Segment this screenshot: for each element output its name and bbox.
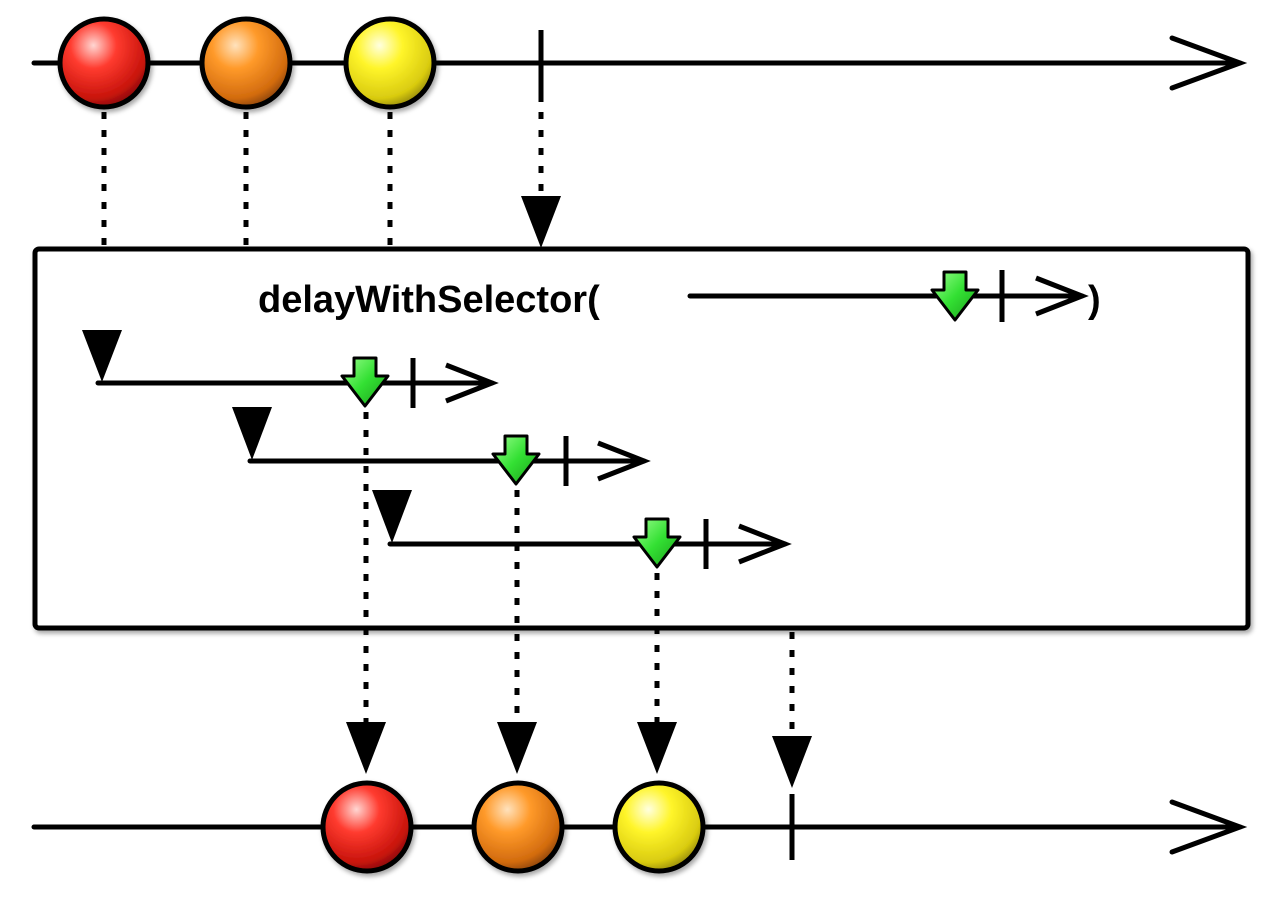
delay-stream-yellow-emission-arrow xyxy=(632,517,682,569)
connector-orange-out-arrow xyxy=(497,722,537,774)
source-marble-orange xyxy=(199,16,293,110)
source-timeline xyxy=(31,16,1248,110)
output-marble-yellow xyxy=(612,780,706,874)
operator-name: delayWithSelector xyxy=(258,279,587,321)
operator-open-paren: ( xyxy=(587,279,600,321)
connector-red-out-arrow xyxy=(346,722,386,774)
source-marble-red xyxy=(57,16,151,110)
source-marble-yellow xyxy=(343,16,437,110)
delay-stream-yellow-arrowhead xyxy=(738,523,792,565)
output-marble-red xyxy=(320,780,414,874)
delay-stream-yellow xyxy=(372,490,792,569)
delay-stream-orange-emission-arrow xyxy=(491,434,541,486)
selector-emission-arrow xyxy=(930,270,980,322)
output-timeline xyxy=(31,780,1248,874)
operator-box xyxy=(32,246,1251,631)
operator-close-paren: ) xyxy=(1088,279,1101,321)
connector-yellow-out-arrow xyxy=(637,722,677,774)
delay-stream-yellow-entry-arrow xyxy=(372,490,412,543)
operator-label: delayWithSelector( xyxy=(258,279,600,321)
output-marble-orange xyxy=(471,780,565,874)
output-timeline-arrowhead xyxy=(1169,799,1248,855)
delay-stream-orange xyxy=(232,407,651,486)
delay-stream-orange-arrowhead xyxy=(597,440,651,482)
delay-stream-red-arrowhead xyxy=(445,362,499,404)
delay-stream-red xyxy=(82,330,499,408)
selector-stream-arrowhead xyxy=(1035,275,1089,317)
connector-complete-arrow xyxy=(521,196,561,248)
output-connectors xyxy=(363,412,795,736)
source-timeline-arrowhead xyxy=(1169,35,1248,91)
delay-stream-orange-entry-arrow xyxy=(232,407,272,460)
connector-complete-out-arrow xyxy=(772,736,812,788)
selector-stream xyxy=(687,270,1089,322)
delay-stream-red-emission-arrow xyxy=(340,356,390,408)
delay-stream-red-entry-arrow xyxy=(82,330,122,382)
